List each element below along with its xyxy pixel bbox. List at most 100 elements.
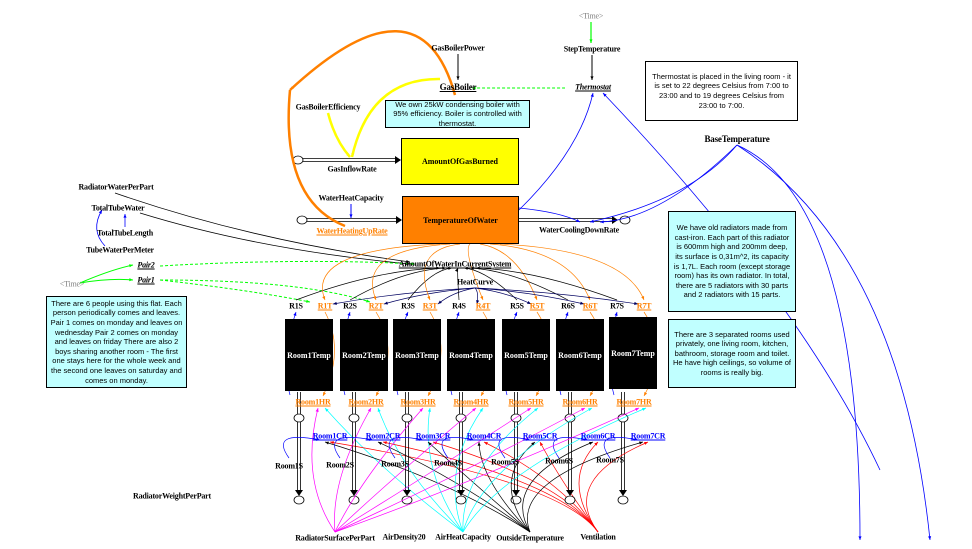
stock-amount-of-gas-burned[interactable]: AmountOfGasBurned: [401, 138, 519, 185]
radiator-water-per-part[interactable]: RadiatorWaterPerPart: [78, 182, 154, 192]
room2-cooling-rate[interactable]: Room2CR: [365, 431, 401, 441]
arrowhead-icon: [456, 76, 460, 80]
room3-supply[interactable]: R3S: [401, 301, 415, 311]
room5-heating-rate[interactable]: Room5HR: [508, 397, 544, 407]
tube-water-per-meter[interactable]: TubeWaterPerMeter: [86, 245, 154, 255]
arrowhead-icon: [588, 408, 592, 412]
room7-cooling-rate[interactable]: Room7CR: [630, 431, 666, 441]
room3-heating-rate[interactable]: Room3HR: [400, 397, 436, 407]
step-temperature[interactable]: StepTemperature: [563, 44, 621, 54]
room5-return[interactable]: R5T: [529, 301, 545, 311]
link-arrow: [489, 243, 591, 301]
stock-temperature-of-water[interactable]: TemperatureOfWater: [402, 196, 519, 244]
room2-return[interactable]: R2T: [368, 301, 384, 311]
stock-room1-temp[interactable]: Room1Temp: [285, 319, 333, 391]
amount-of-water-in-current-system[interactable]: AmountOfWaterInCurrentSystem: [398, 259, 512, 269]
time-shadow-left[interactable]: <Time>: [59, 279, 85, 289]
room7-heating-rate[interactable]: Room7HR: [616, 397, 652, 407]
stock-room4-temp[interactable]: Room4Temp: [447, 319, 495, 391]
room1-supply[interactable]: R1S: [289, 301, 303, 311]
arrowhead-icon: [589, 39, 593, 43]
link-arrow: [478, 441, 531, 533]
room4-supply[interactable]: R4S: [452, 301, 466, 311]
room1-cooling-rate[interactable]: Room1CR: [312, 431, 348, 441]
arrowhead-icon: [587, 296, 591, 300]
arrowhead-icon: [928, 536, 932, 540]
ventilation[interactable]: Ventilation: [580, 532, 616, 542]
arrowhead-icon: [581, 408, 585, 412]
room3-return[interactable]: R3T: [422, 301, 438, 311]
link-arrow: [603, 437, 639, 459]
stock-room5-temp[interactable]: Room5Temp: [502, 319, 550, 391]
room2-supply[interactable]: R2S: [343, 301, 357, 311]
link-arrow: [462, 407, 593, 533]
room4-return[interactable]: R4T: [475, 301, 491, 311]
heat-curve[interactable]: HeatCurve: [457, 277, 493, 287]
arrowhead-icon: [454, 268, 458, 272]
arrowhead-icon: [378, 442, 382, 445]
arrowhead-icon: [315, 408, 319, 412]
room7-supply[interactable]: R7S: [610, 301, 624, 311]
room2-size[interactable]: Room2S: [326, 460, 354, 470]
water-heating-up-rate[interactable]: WaterHeatingUpRate: [316, 226, 388, 236]
thermostat[interactable]: Thermostat: [575, 82, 611, 92]
arrowhead-icon: [476, 266, 480, 270]
gas-inflow-rate[interactable]: GasInflowRate: [327, 164, 377, 174]
room7-size[interactable]: Room7S: [596, 455, 624, 465]
room3-cooling-rate[interactable]: Room3CR: [415, 431, 451, 441]
room7-return[interactable]: R7T: [636, 301, 652, 311]
radiator-weight-per-part[interactable]: RadiatorWeightPerPart: [133, 491, 211, 501]
room6-cooling-rate[interactable]: Room6CR: [580, 431, 616, 441]
base-temperature[interactable]: BaseTemperature: [704, 134, 770, 144]
stock-room6-temp[interactable]: Room6Temp: [556, 319, 604, 391]
arrowhead-icon: [351, 153, 355, 157]
room5-cooling-rate[interactable]: Room5CR: [522, 431, 558, 441]
link-arrow: [518, 207, 581, 223]
arrowhead-icon: [129, 264, 133, 268]
note-boiler: We own 25kW condensing boiler with 95% e…: [385, 100, 530, 128]
pair1[interactable]: Pair1: [137, 275, 155, 285]
arrowhead-icon: [590, 76, 594, 80]
arrowhead-icon: [594, 442, 598, 446]
room6-supply[interactable]: R6S: [561, 301, 575, 311]
gas-boiler[interactable]: GasBoiler: [439, 82, 477, 92]
stock-room7-temp[interactable]: Room7Temp: [609, 317, 657, 389]
room4-heating-rate[interactable]: Room4HR: [453, 397, 489, 407]
water-cooling-down-rate[interactable]: WaterCoolingDownRate: [539, 225, 619, 235]
pair2[interactable]: Pair2: [137, 260, 155, 270]
radiator-surface-per-part[interactable]: RadiatorSurfacePerPart: [295, 533, 375, 543]
arrowhead-icon: [369, 437, 373, 441]
stock-room2-temp[interactable]: Room2Temp: [340, 319, 388, 391]
room1-return[interactable]: R1T: [317, 301, 333, 311]
arrowhead-icon: [481, 392, 485, 396]
room3-size[interactable]: Room3S: [381, 459, 409, 469]
cloud-source-icon: [293, 495, 305, 505]
total-tube-length[interactable]: TotalTubeLength: [97, 228, 153, 238]
room6-size[interactable]: Room6S: [545, 456, 573, 466]
room4-cooling-rate[interactable]: Room4CR: [466, 431, 502, 441]
link-arrow: [377, 441, 531, 533]
outside-temperature[interactable]: OutsideTemperature: [496, 533, 564, 543]
arrowhead-icon: [98, 210, 102, 214]
room5-size[interactable]: Room5S: [491, 457, 519, 467]
room1-size[interactable]: Room1S: [275, 461, 303, 471]
air-heat-capacity[interactable]: AirHeatCapacity: [435, 532, 491, 542]
gas-boiler-efficiency[interactable]: GasBoilerEfficiency: [295, 102, 361, 112]
water-heat-capacity[interactable]: WaterHeatCapacity: [318, 193, 384, 203]
room1-heating-rate[interactable]: Room1HR: [295, 397, 331, 407]
total-tube-water[interactable]: TotalTubeWater: [91, 203, 145, 213]
air-density-20[interactable]: AirDensity20: [382, 532, 426, 542]
room6-heating-rate[interactable]: Room6HR: [562, 397, 598, 407]
room6-return[interactable]: R6T: [582, 301, 598, 311]
arrowhead-icon: [427, 408, 431, 412]
arrowhead-icon: [634, 301, 638, 305]
arrowhead-icon: [600, 220, 604, 224]
time-shadow-top[interactable]: <Time>: [578, 11, 604, 21]
room2-heating-rate[interactable]: Room2HR: [348, 397, 384, 407]
room5-supply[interactable]: R5S: [510, 301, 524, 311]
arrowhead-icon: [536, 392, 540, 396]
stock-room3-temp[interactable]: Room3Temp: [393, 319, 441, 391]
gas-boiler-power[interactable]: GasBoilerPower: [431, 43, 485, 53]
room4-size[interactable]: Room4S: [434, 458, 462, 468]
note-people: There are 6 people using this flat. Each…: [46, 296, 187, 388]
